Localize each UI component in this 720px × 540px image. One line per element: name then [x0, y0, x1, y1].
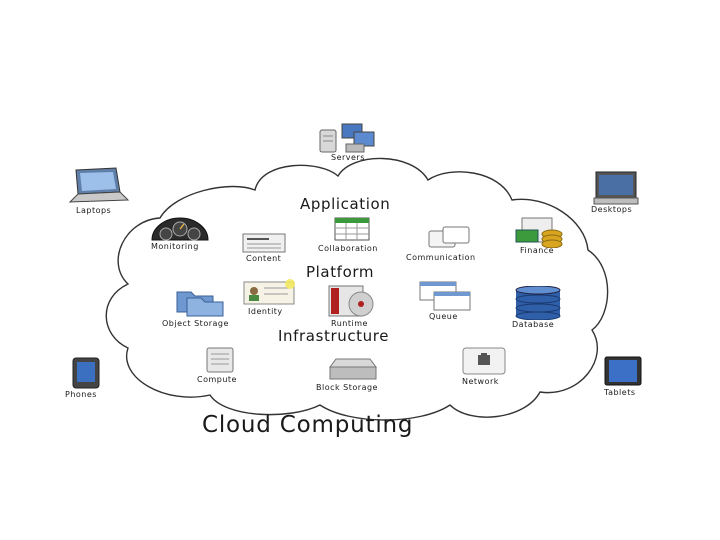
block-storage-label: Block Storage: [316, 383, 378, 392]
application-heading: Application: [300, 195, 391, 213]
tablet-icon: [604, 356, 642, 386]
collaboration-spreadsheet-icon: [334, 217, 370, 241]
database-label: Database: [512, 320, 555, 329]
desktops-label: Desktops: [591, 205, 633, 214]
content-label: Content: [246, 254, 282, 263]
finance-label: Finance: [520, 246, 555, 255]
servers-icon: [319, 123, 375, 153]
identity-label: Identity: [248, 307, 283, 316]
database-icon: [515, 286, 561, 320]
compute-label: Compute: [197, 375, 237, 384]
block-storage-drive-icon: [329, 358, 377, 380]
laptop-icon: [68, 167, 130, 203]
platform-heading: Platform: [306, 263, 375, 281]
queue-label: Queue: [429, 312, 458, 321]
queue-windows-icon: [419, 281, 471, 311]
finance-icon: [515, 217, 563, 248]
network-label: Network: [462, 377, 499, 386]
diagram-title: Cloud Computing: [202, 412, 414, 438]
object-storage-folders-icon: [176, 291, 224, 317]
desktop-icon: [593, 171, 639, 205]
identity-card-icon: [243, 279, 295, 305]
servers-label: Servers: [331, 153, 365, 162]
phone-icon: [72, 357, 100, 389]
runtime-icon: [328, 285, 374, 317]
content-newspaper-icon: [242, 233, 286, 253]
network-port-icon: [462, 347, 506, 375]
compute-server-icon: [206, 347, 234, 373]
laptops-label: Laptops: [76, 206, 112, 215]
monitoring-gauge-icon: [151, 217, 209, 241]
tablets-label: Tablets: [604, 388, 636, 397]
runtime-label: Runtime: [331, 319, 368, 328]
infrastructure-heading: Infrastructure: [278, 327, 390, 345]
object-storage-label: Object Storage: [162, 319, 229, 328]
communication-bubbles-icon: [428, 226, 470, 248]
monitoring-label: Monitoring: [151, 242, 199, 251]
communication-label: Communication: [406, 253, 476, 262]
phones-label: Phones: [65, 390, 97, 399]
collaboration-label: Collaboration: [318, 244, 378, 253]
